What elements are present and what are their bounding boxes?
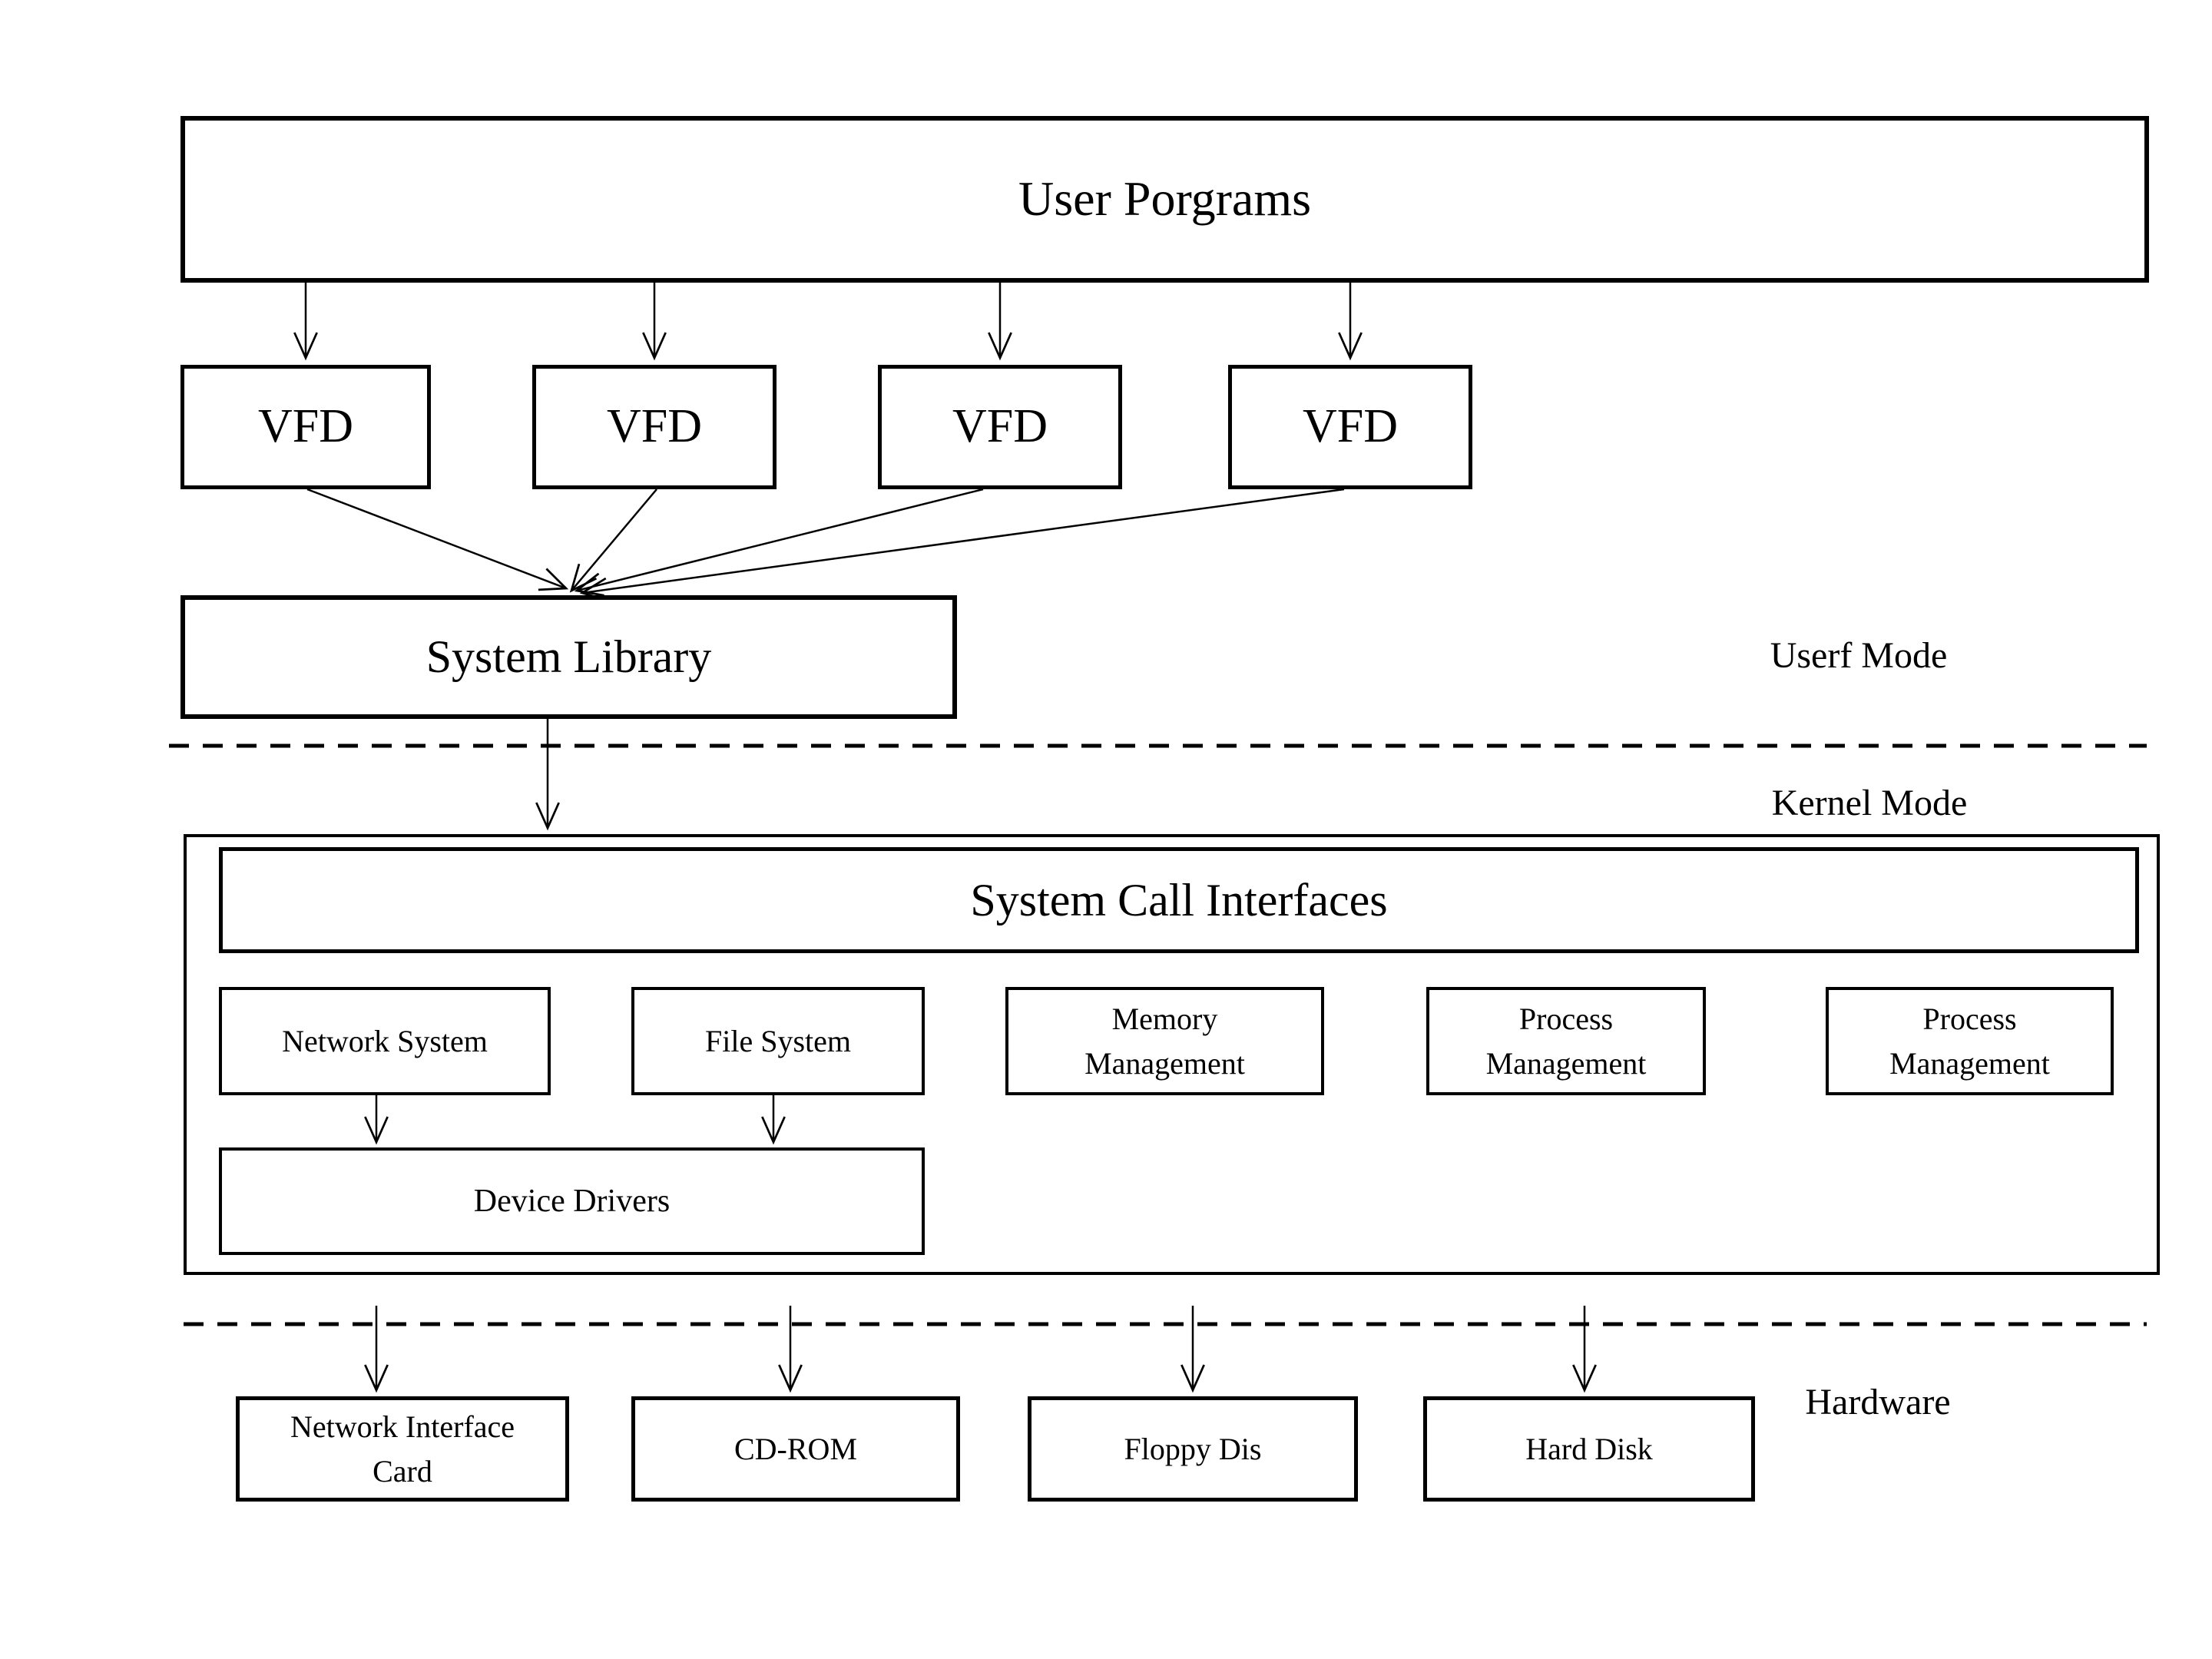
device-box-cd-rom: CD-ROM bbox=[631, 1396, 960, 1502]
user-programs-label: User Porgrams bbox=[1018, 171, 1311, 227]
device-box-hard-disk: Hard Disk bbox=[1423, 1396, 1755, 1502]
hardware-label: Hardware bbox=[1805, 1382, 1951, 1422]
device-box-floppy-disk: Floppy Dis bbox=[1028, 1396, 1358, 1502]
subsystem-label: Network System bbox=[282, 1023, 488, 1058]
vfd-box-4: VFD bbox=[1228, 365, 1472, 489]
subsystem-box-process-management-2: Process Management bbox=[1826, 987, 2114, 1095]
subsystem-box-memory-management: Memory Management bbox=[1005, 987, 1324, 1095]
arrows-subsystems-to-devicedrivers bbox=[364, 1095, 786, 1145]
user-mode-label: Userf Mode bbox=[1770, 635, 1948, 676]
vfd-box-2: VFD bbox=[532, 365, 777, 489]
arrows-vfd-to-systemlibrary bbox=[306, 488, 1345, 602]
device-label: CD-ROM bbox=[733, 1431, 858, 1466]
subsystem-label: Process Management bbox=[1485, 1001, 1647, 1081]
device-label: Network Interface Card bbox=[290, 1409, 515, 1488]
kernel-mode-label: Kernel Mode bbox=[1771, 783, 1968, 823]
vfd-box-1: VFD bbox=[180, 365, 431, 489]
kernel-box bbox=[184, 834, 2160, 1275]
system-library-label: System Library bbox=[426, 631, 712, 682]
subsystem-box-file-system: File System bbox=[631, 987, 925, 1095]
user-programs-box: User Porgrams bbox=[180, 116, 2149, 283]
system-call-interfaces-label: System Call Interfaces bbox=[970, 874, 1388, 926]
subsystem-label: File System bbox=[704, 1023, 852, 1058]
vfd-label: VFD bbox=[257, 400, 354, 453]
vfd-label: VFD bbox=[1302, 400, 1399, 453]
vfd-label: VFD bbox=[952, 400, 1048, 453]
device-label: Hard Disk bbox=[1525, 1431, 1653, 1466]
subsystem-box-process-management-1: Process Management bbox=[1426, 987, 1706, 1095]
system-call-interfaces-box: System Call Interfaces bbox=[219, 847, 2139, 953]
device-box-network-interface-card: Network Interface Card bbox=[236, 1396, 569, 1502]
device-label: Floppy Dis bbox=[1124, 1431, 1262, 1466]
arrows-userprograms-to-vfd bbox=[293, 283, 1363, 361]
arrows-to-hardware-devices bbox=[364, 1306, 1597, 1393]
device-drivers-label: Device Drivers bbox=[473, 1183, 671, 1219]
system-library-box: System Library bbox=[180, 595, 957, 719]
subsystem-label: Process Management bbox=[1889, 1001, 2050, 1081]
subsystem-box-network-system: Network System bbox=[219, 987, 551, 1095]
device-drivers-box: Device Drivers bbox=[219, 1147, 925, 1255]
vfd-label: VFD bbox=[606, 400, 703, 453]
subsystem-label: Memory Management bbox=[1084, 1001, 1245, 1081]
vfd-box-3: VFD bbox=[878, 365, 1122, 489]
